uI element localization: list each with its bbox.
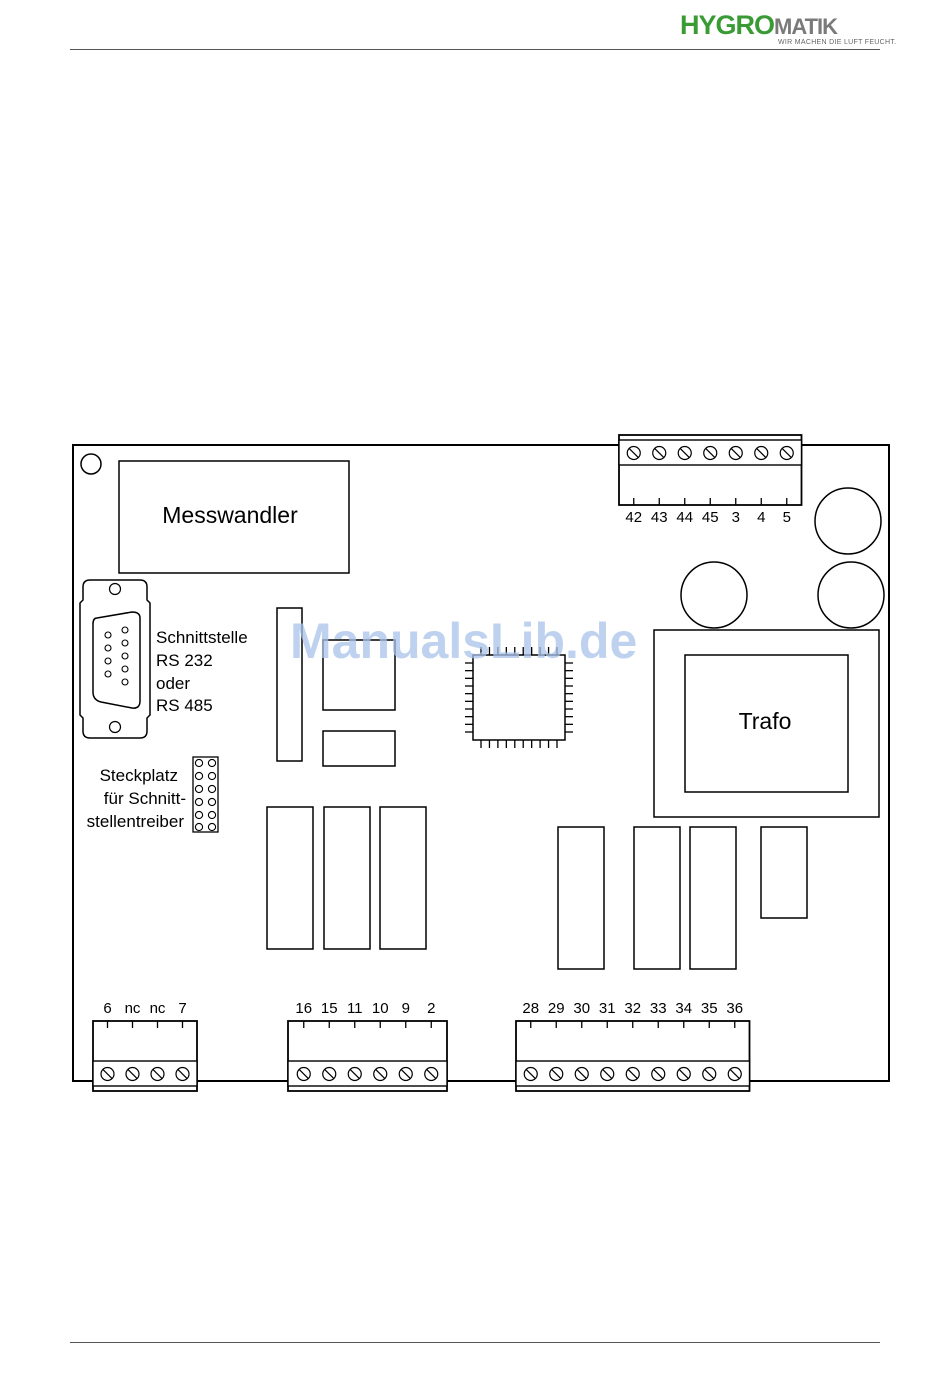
terminal-screw — [399, 1068, 412, 1081]
terminal-screw — [755, 447, 768, 460]
terminal-label: 7 — [178, 1000, 186, 1017]
terminal-label: 9 — [402, 1000, 410, 1017]
terminal-screw — [677, 1068, 690, 1081]
interface-label-4: RS 485 — [156, 696, 213, 715]
relay-4 — [558, 827, 604, 969]
relay-5 — [634, 827, 680, 969]
messwandler-label: Messwandler — [162, 502, 298, 528]
relay-1 — [267, 807, 313, 949]
terminal-label: 15 — [321, 1000, 338, 1017]
terminal-screw — [101, 1068, 114, 1081]
terminal-label: 28 — [522, 1000, 539, 1017]
chip-small — [323, 731, 395, 766]
terminal-screw — [704, 447, 717, 460]
terminal-screw — [550, 1068, 563, 1081]
terminal-label: 31 — [599, 1000, 616, 1017]
terminal-block-bottom-right: 28 29 30 31 32 33 34 35 36 — [516, 1000, 750, 1091]
terminal-screw — [323, 1068, 336, 1081]
terminal-screw — [425, 1068, 438, 1081]
terminal-screw — [151, 1068, 164, 1081]
terminal-screw — [653, 447, 666, 460]
terminal-screw — [297, 1068, 310, 1081]
interface-label-1: Schnittstelle — [156, 628, 248, 647]
terminal-label: 35 — [701, 1000, 718, 1017]
terminal-label: 10 — [372, 1000, 389, 1017]
slot-label-1: Steckplatz — [100, 766, 178, 785]
terminal-screw — [780, 447, 793, 460]
relay-7 — [761, 827, 807, 918]
terminal-screw — [626, 1068, 639, 1081]
terminal-label: 29 — [548, 1000, 565, 1017]
capacitor-1 — [815, 488, 881, 554]
capacitor-2 — [681, 562, 747, 628]
watermark: ManualsLib.de — [290, 612, 637, 670]
terminal-screw-strip — [288, 1061, 447, 1086]
terminal-screw — [729, 447, 742, 460]
terminal-label: 36 — [726, 1000, 743, 1017]
terminal-screw — [601, 1068, 614, 1081]
interface-label-2: RS 232 — [156, 651, 213, 670]
interface-label-3: oder — [156, 674, 190, 693]
trafo-label: Trafo — [739, 708, 792, 734]
terminal-label: 33 — [650, 1000, 667, 1017]
terminal-label: 45 — [702, 509, 719, 526]
terminal-screw — [575, 1068, 588, 1081]
relay-2 — [324, 807, 370, 949]
terminal-screw — [627, 447, 640, 460]
pin-header — [193, 757, 218, 832]
capacitor-3 — [818, 562, 884, 628]
terminal-label: 4 — [757, 509, 765, 526]
mounting-hole — [81, 454, 101, 474]
terminal-label: 30 — [573, 1000, 590, 1017]
terminal-screw — [703, 1068, 716, 1081]
terminal-label: 34 — [675, 1000, 692, 1017]
slot-label-2: für Schnitt- — [104, 789, 186, 808]
terminal-label: nc — [125, 1000, 141, 1017]
terminal-label: 16 — [295, 1000, 312, 1017]
terminal-label: 11 — [347, 1000, 363, 1017]
terminal-screw — [524, 1068, 537, 1081]
terminal-label: 43 — [651, 509, 668, 526]
terminal-label: nc — [150, 1000, 166, 1017]
terminal-label: 44 — [676, 509, 693, 526]
footer-rule — [70, 1342, 880, 1343]
terminal-screw — [126, 1068, 139, 1081]
relay-6 — [690, 827, 736, 969]
terminal-label: 6 — [103, 1000, 111, 1017]
terminal-screw — [652, 1068, 665, 1081]
terminal-label: 32 — [624, 1000, 641, 1017]
terminal-label: 5 — [783, 509, 791, 526]
terminal-screw — [728, 1068, 741, 1081]
relay-3 — [380, 807, 426, 949]
terminal-label: 2 — [427, 1000, 435, 1017]
terminal-screw — [374, 1068, 387, 1081]
terminal-label: 3 — [732, 509, 740, 526]
terminal-screw — [348, 1068, 361, 1081]
slot-label-3: stellentreiber — [87, 812, 185, 831]
terminal-screw — [176, 1068, 189, 1081]
terminal-label: 42 — [625, 509, 642, 526]
db9-connector — [80, 580, 150, 738]
terminal-screw — [678, 447, 691, 460]
